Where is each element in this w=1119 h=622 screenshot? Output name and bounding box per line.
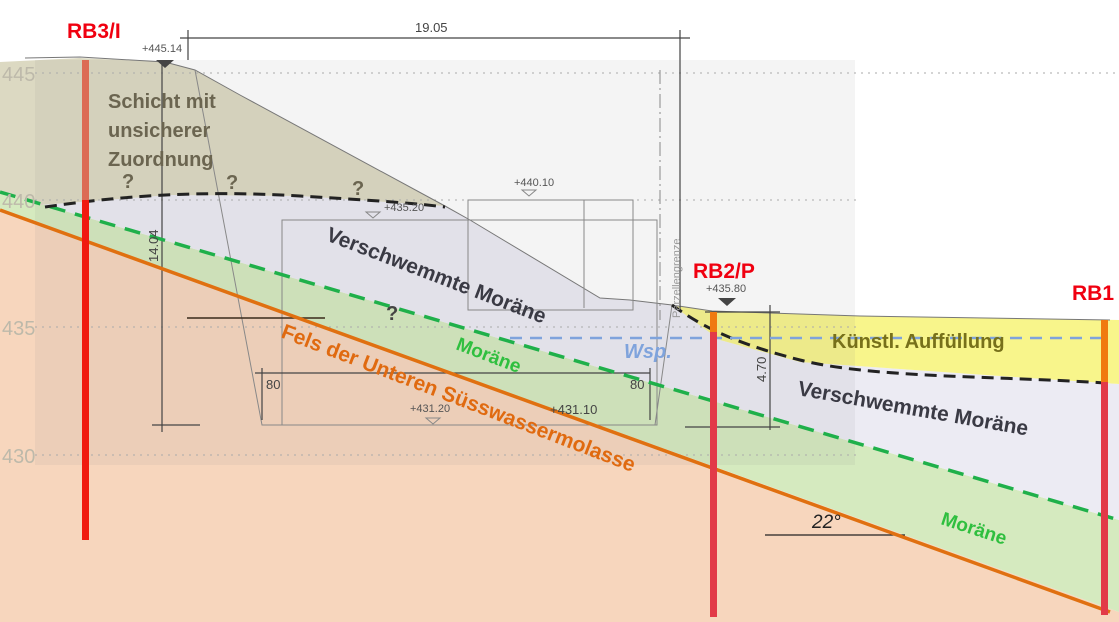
excavation-outline [194,69,673,426]
uncertain-boundary-line [44,192,446,209]
elevation-gridlines [35,72,1119,456]
borehole-rb3 [82,60,89,540]
level-marker-icon [424,417,442,425]
borehole-label-rb2: RB2/P [693,260,755,283]
level-marker-icon [718,298,736,306]
fill-label: Künstl. Auffüllung [832,331,1005,353]
moraine-layer [0,192,1119,612]
label-line: Zuordnung [108,149,214,171]
unknown-mark: ? [122,171,134,193]
bedrock-boundary-line [0,208,1111,614]
borehole-label-rb1: RB1 [1072,282,1114,305]
borehole-label-rb3: RB3/I [67,20,121,43]
fill-layer [672,305,1119,384]
elevation-label: 440 [2,191,35,213]
water-level-label: Wsp. [624,341,672,363]
fill-boundary-line [671,303,1106,385]
unknown-mark: ? [226,172,238,194]
label-line: Schicht mit [108,91,216,113]
level-marker-icon [156,60,174,68]
level-mid: +440.10 [514,177,554,189]
dimension-height: 14.04 [146,229,161,262]
borehole-rb1 [1101,320,1108,615]
excavation-shade [35,60,855,465]
level-rb2: +435.80 [706,283,746,295]
parcel-boundary-label: Parzellengrenze [671,239,683,319]
elevation-label: 435 [2,318,35,340]
uncertain-layer-label: Schicht mit unsicherer Zuordnung [108,91,216,171]
elevation-label: 445 [2,64,35,86]
level-top: +445.14 [142,43,182,55]
slope-angle-label: 22° [811,512,841,533]
label-line: unsicherer [108,120,210,142]
unknown-mark: ? [386,303,398,325]
level-bottom-1: +431.20 [410,403,450,415]
offset-right: 80 [630,377,644,392]
uncertain-layer [0,58,445,206]
moraine-boundary-line [0,190,1119,522]
level-marker-icon [364,211,382,219]
level-marker-icon [520,189,538,197]
unknown-mark: ? [352,178,364,200]
level-hidden: +435.20 [384,202,424,214]
dimension-width: 19.05 [415,20,448,35]
level-bottom-2: +431.10 [550,402,597,417]
borehole-rb2 [710,312,717,617]
offset-left: 80 [266,377,280,392]
elevation-label: 430 [2,446,35,468]
dimension-rb2-depth: 4.70 [754,357,769,382]
